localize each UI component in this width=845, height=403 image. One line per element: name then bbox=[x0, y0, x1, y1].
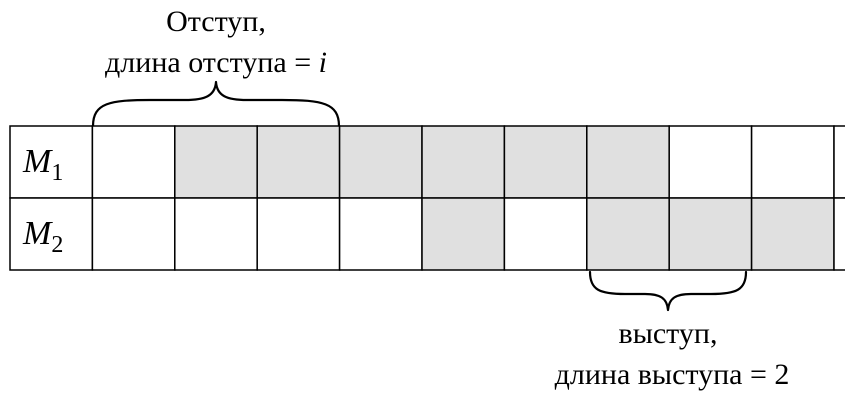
grid-cell-filled bbox=[174, 125, 258, 199]
grid-cell-filled bbox=[750, 197, 835, 271]
row-label-m2-subscript: 2 bbox=[51, 232, 63, 258]
memory-grid bbox=[9, 125, 845, 271]
protrusion-label-line2: длина выступа = 2 bbox=[555, 358, 790, 391]
offset-brace bbox=[91, 80, 341, 128]
row-label-cell bbox=[9, 125, 94, 199]
grid-cell-filled bbox=[586, 125, 670, 199]
grid-cell-empty bbox=[833, 197, 845, 271]
offset-length-text: длина отступа = bbox=[105, 46, 319, 79]
grid-cell-filled bbox=[421, 197, 506, 271]
grid-cell-filled bbox=[421, 125, 506, 199]
row-label-m1-symbol: M bbox=[22, 143, 53, 180]
row-label-m2: M2 bbox=[22, 215, 63, 258]
grid-cell-empty bbox=[91, 125, 176, 199]
grid-cell-empty bbox=[668, 125, 753, 199]
row-label-cell bbox=[9, 197, 94, 271]
grid-cell-empty bbox=[256, 197, 341, 271]
grid-cell-filled bbox=[503, 125, 588, 199]
offset-label-line2: длина отступа = i bbox=[105, 46, 327, 79]
row-label-m1: M1 bbox=[22, 143, 63, 186]
grid-cell-empty bbox=[91, 197, 176, 271]
protrusion-brace bbox=[588, 270, 748, 312]
grid-cell-empty bbox=[750, 125, 835, 199]
grid-cell-empty bbox=[174, 197, 258, 271]
grid-cell-filled bbox=[586, 197, 670, 271]
grid-cell-empty bbox=[338, 197, 423, 271]
offset-variable: i bbox=[319, 46, 327, 79]
grid-cell-filled bbox=[338, 125, 423, 199]
grid-cell-empty bbox=[503, 197, 588, 271]
grid-cell-filled bbox=[256, 125, 341, 199]
grid-cell-filled bbox=[668, 197, 753, 271]
offset-label-line1: Отступ, bbox=[166, 5, 266, 38]
protrusion-label-line1: выступ, bbox=[619, 317, 718, 350]
row-label-m1-subscript: 1 bbox=[51, 160, 63, 186]
row-label-m2-symbol: M bbox=[22, 215, 53, 252]
grid-cell-empty bbox=[833, 125, 845, 199]
